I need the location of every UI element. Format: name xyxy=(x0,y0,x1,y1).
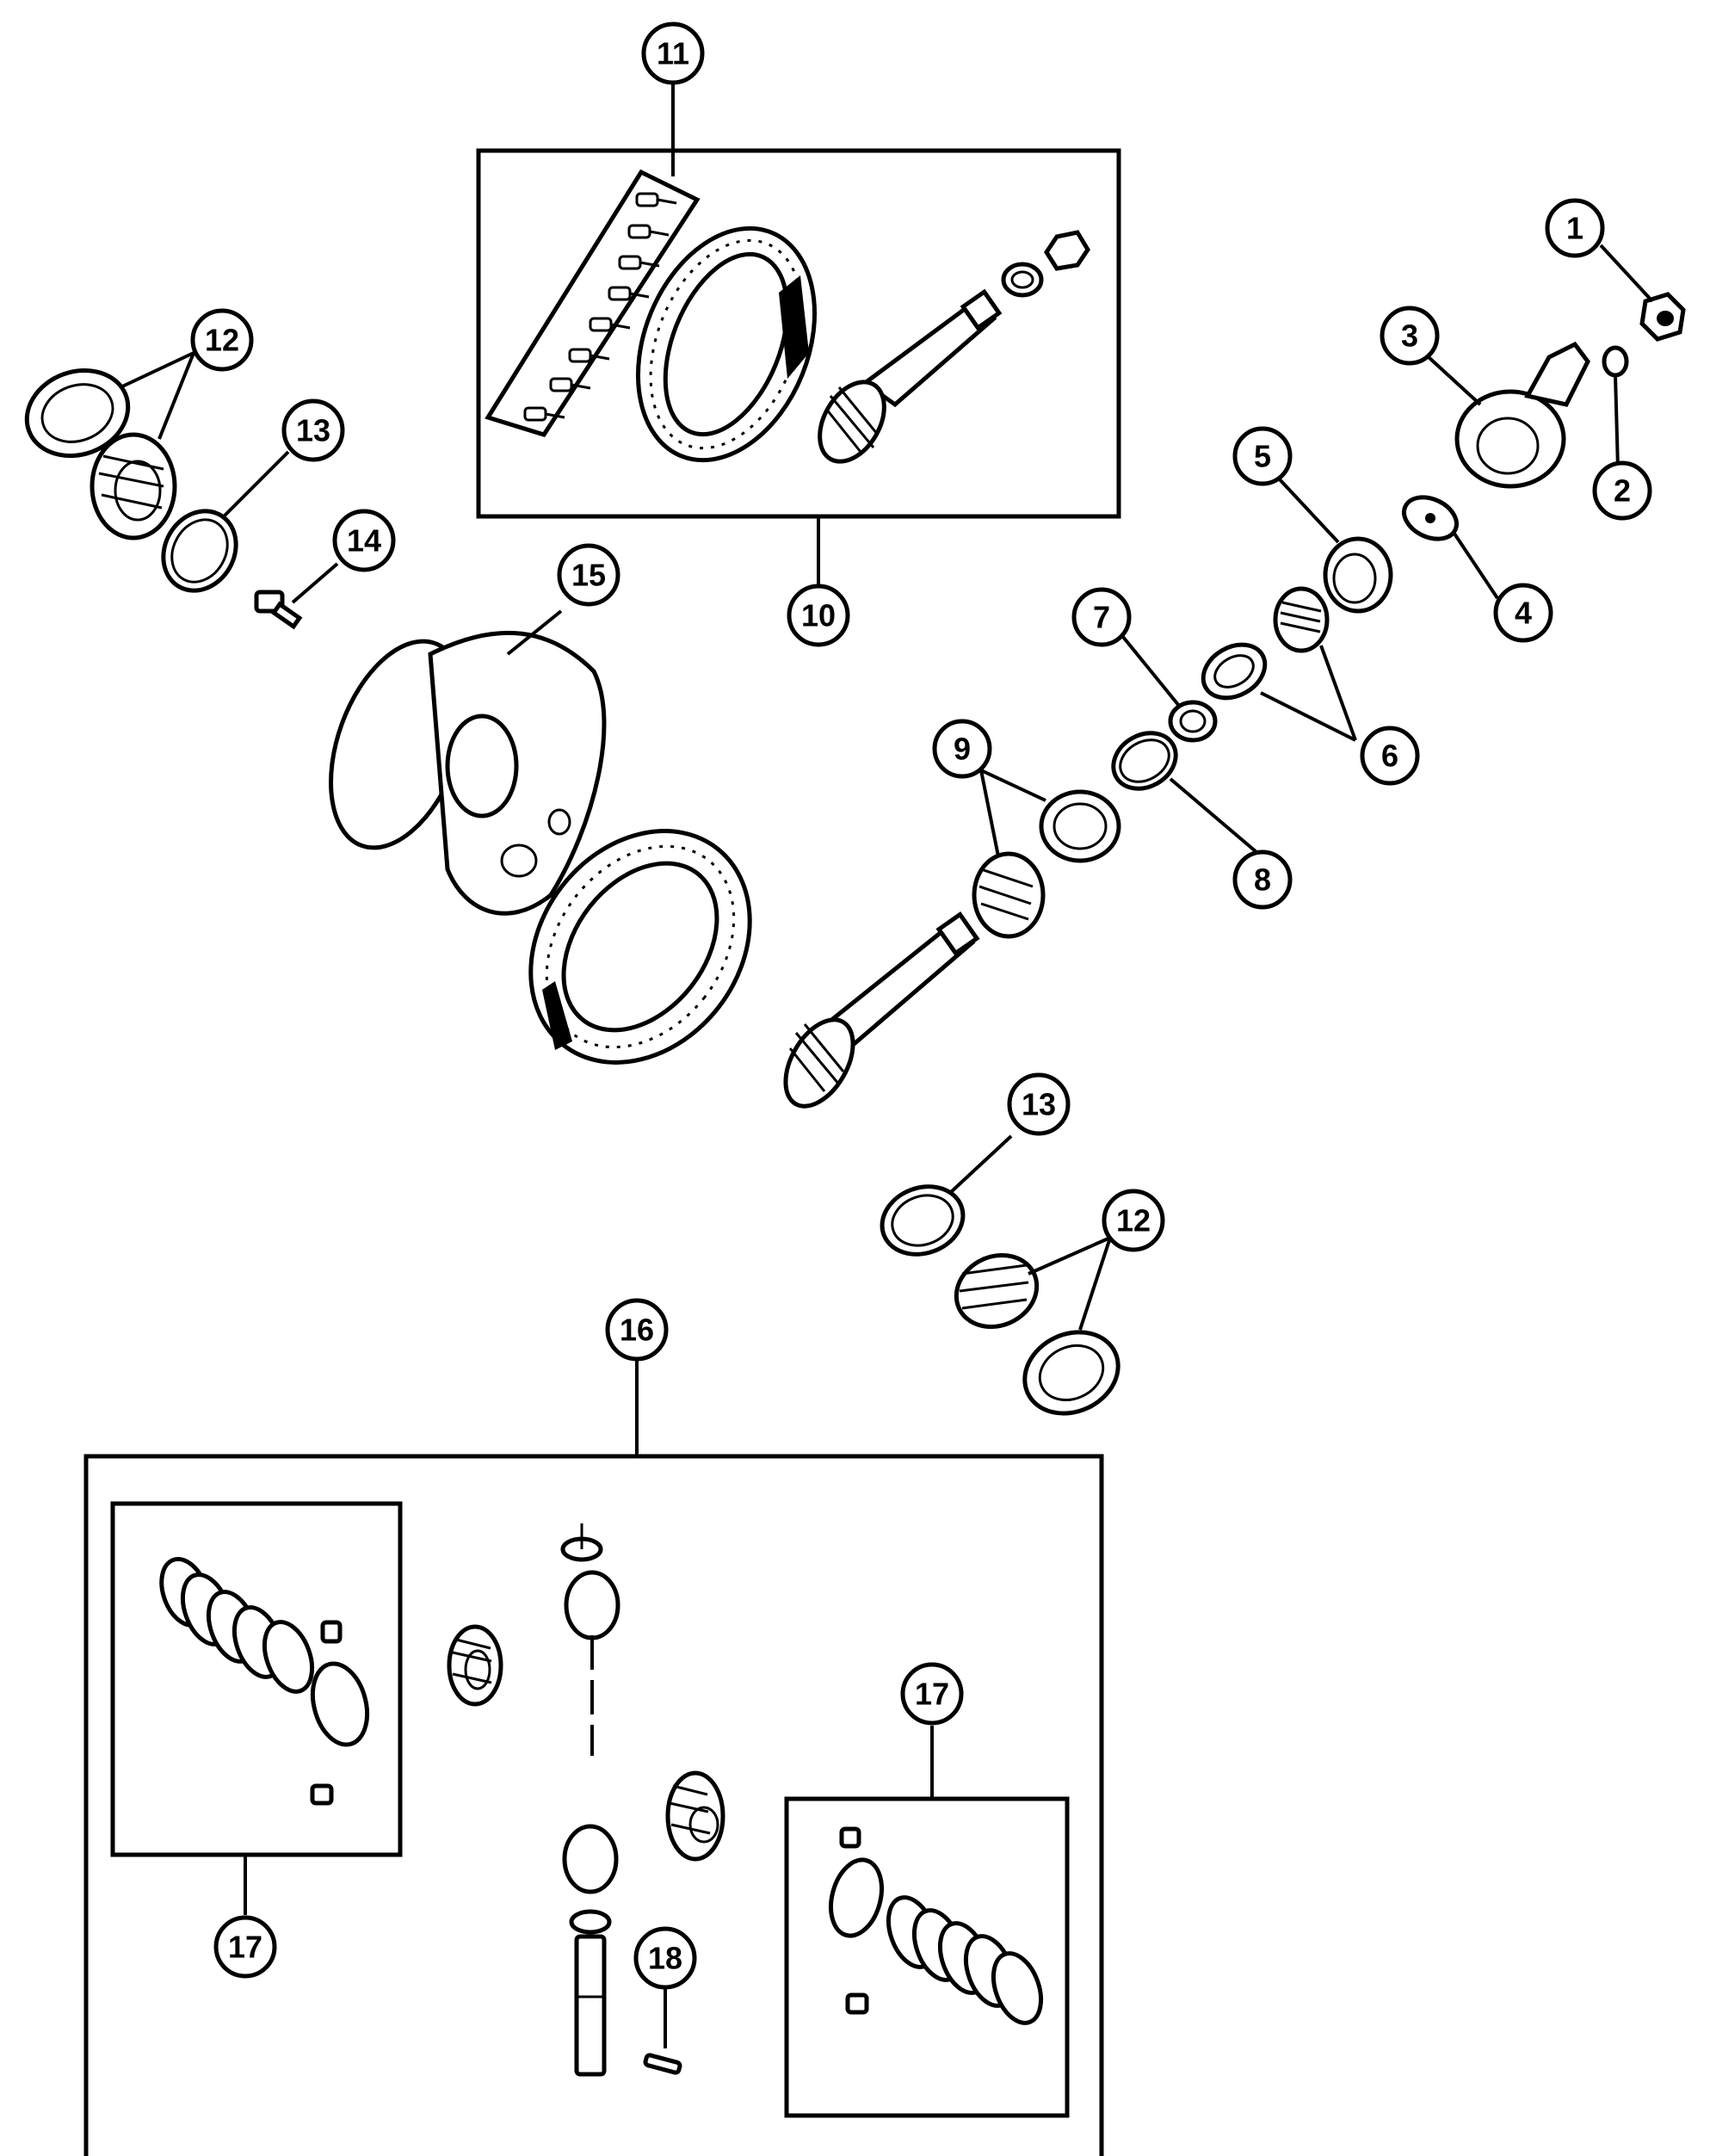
svg-text:3: 3 xyxy=(1401,318,1418,354)
leader-5 xyxy=(1276,476,1340,544)
pinion-gear-kit xyxy=(818,288,1003,464)
callout-13-top: 13 xyxy=(281,398,345,462)
companion-yoke xyxy=(1454,341,1590,489)
callout-1: 1 xyxy=(1545,198,1605,258)
svg-text:5: 5 xyxy=(1254,439,1271,474)
callout-3: 3 xyxy=(1380,306,1440,366)
leader-13-bottom xyxy=(949,1134,1013,1194)
leader-4 xyxy=(1453,532,1499,600)
svg-text:7: 7 xyxy=(1093,600,1110,635)
svg-text:10: 10 xyxy=(801,598,836,633)
leader-8 xyxy=(1169,777,1258,854)
leader-12b-bottom xyxy=(1078,1237,1112,1331)
side-gear-left xyxy=(447,1624,503,1707)
bolt-strip xyxy=(485,169,701,437)
leader-15 xyxy=(506,609,563,656)
callout-17-right: 17 xyxy=(900,1662,964,1726)
rear-pinion-bearing-cup xyxy=(1039,789,1121,863)
differential-bearing-top xyxy=(90,432,177,541)
leader-6b xyxy=(1260,691,1356,742)
leader-1 xyxy=(1599,244,1654,303)
leader-2 xyxy=(1614,374,1620,470)
svg-text:17: 17 xyxy=(915,1677,949,1712)
pinion-depth-shim xyxy=(1111,731,1178,791)
pinion-seal xyxy=(1323,536,1393,614)
svg-text:1: 1 xyxy=(1566,211,1583,246)
collapsible-spacer xyxy=(1168,700,1218,743)
callout-8: 8 xyxy=(1232,849,1293,910)
differential-shim-bottom xyxy=(880,1184,966,1257)
leader-14 xyxy=(291,562,339,604)
ring-gear-bolt xyxy=(254,590,303,630)
callout-10: 10 xyxy=(787,584,850,647)
pinion-mate-shaft-assembly xyxy=(560,1523,620,2077)
leader-9b xyxy=(979,769,1000,857)
clutch-pack-right-box xyxy=(784,1796,1070,2118)
svg-text:13: 13 xyxy=(296,413,330,448)
front-pinion-bearing-cup xyxy=(1201,642,1268,701)
rear-pinion-bearing xyxy=(972,851,1046,939)
callout-14: 14 xyxy=(332,509,396,572)
leader-12b-top xyxy=(157,352,195,440)
callout-7: 7 xyxy=(1071,587,1132,647)
svg-text:13: 13 xyxy=(1022,1087,1056,1122)
svg-text:11: 11 xyxy=(657,36,689,71)
pinion-nut-and-washer-kit xyxy=(1001,230,1090,298)
clutch-pack-left xyxy=(159,1556,370,1806)
differential-shim-top xyxy=(161,509,238,593)
leader-3 xyxy=(1427,355,1482,406)
svg-text:15: 15 xyxy=(571,558,606,593)
differential-case xyxy=(329,630,607,916)
svg-text:17: 17 xyxy=(228,1930,262,1965)
front-pinion-bearing xyxy=(1273,586,1330,653)
oil-slinger-washer xyxy=(1402,495,1459,541)
differential-case-kit-box xyxy=(83,1454,1104,2156)
callout-12-top: 12 xyxy=(190,308,254,372)
differential-bearing-bottom xyxy=(954,1252,1040,1330)
svg-text:12: 12 xyxy=(205,323,239,358)
leader-7 xyxy=(1121,635,1181,707)
callout-15: 15 xyxy=(557,543,620,607)
ring-gear xyxy=(528,829,752,1065)
callout-17-left: 17 xyxy=(213,1915,277,1979)
svg-text:14: 14 xyxy=(347,523,381,559)
drive-pinion xyxy=(783,911,980,1109)
callout-12-bottom: 12 xyxy=(1102,1189,1165,1252)
svg-text:18: 18 xyxy=(648,1941,682,1976)
callout-18: 18 xyxy=(633,1926,697,1990)
callout-4: 4 xyxy=(1493,583,1553,643)
differential-bearing-cup-top xyxy=(24,368,131,459)
ring-gear-kit xyxy=(635,225,818,463)
svg-text:2: 2 xyxy=(1614,473,1631,509)
svg-text:4: 4 xyxy=(1515,596,1532,631)
clutch-pack-left-box xyxy=(110,1501,403,1857)
leader-12a-bottom xyxy=(1028,1236,1111,1276)
leader-9a xyxy=(980,769,1046,802)
svg-text:9: 9 xyxy=(954,732,971,767)
callout-11: 11 xyxy=(641,22,705,85)
side-gear-right xyxy=(665,1770,725,1862)
clutch-pack-right xyxy=(829,1826,1044,2025)
leader-12a-top xyxy=(120,351,194,389)
leader-6a xyxy=(1319,645,1357,741)
callout-2: 2 xyxy=(1592,460,1652,521)
differential-bearing-cup-bottom xyxy=(1022,1330,1120,1416)
callout-5: 5 xyxy=(1232,426,1293,486)
leader-13-top xyxy=(222,450,290,518)
callout-9: 9 xyxy=(932,719,992,779)
svg-text:12: 12 xyxy=(1116,1203,1151,1239)
callout-13-bottom: 13 xyxy=(1007,1072,1071,1136)
ring-pinion-kit-box xyxy=(476,148,1121,519)
callout-6: 6 xyxy=(1360,726,1420,786)
svg-text:16: 16 xyxy=(620,1313,654,1348)
roll-pin xyxy=(643,2053,682,2075)
svg-text:6: 6 xyxy=(1381,738,1398,774)
callout-16: 16 xyxy=(605,1298,669,1362)
washer-2 xyxy=(1602,345,1629,378)
svg-text:8: 8 xyxy=(1254,862,1271,898)
pinion-nut xyxy=(1639,292,1686,342)
